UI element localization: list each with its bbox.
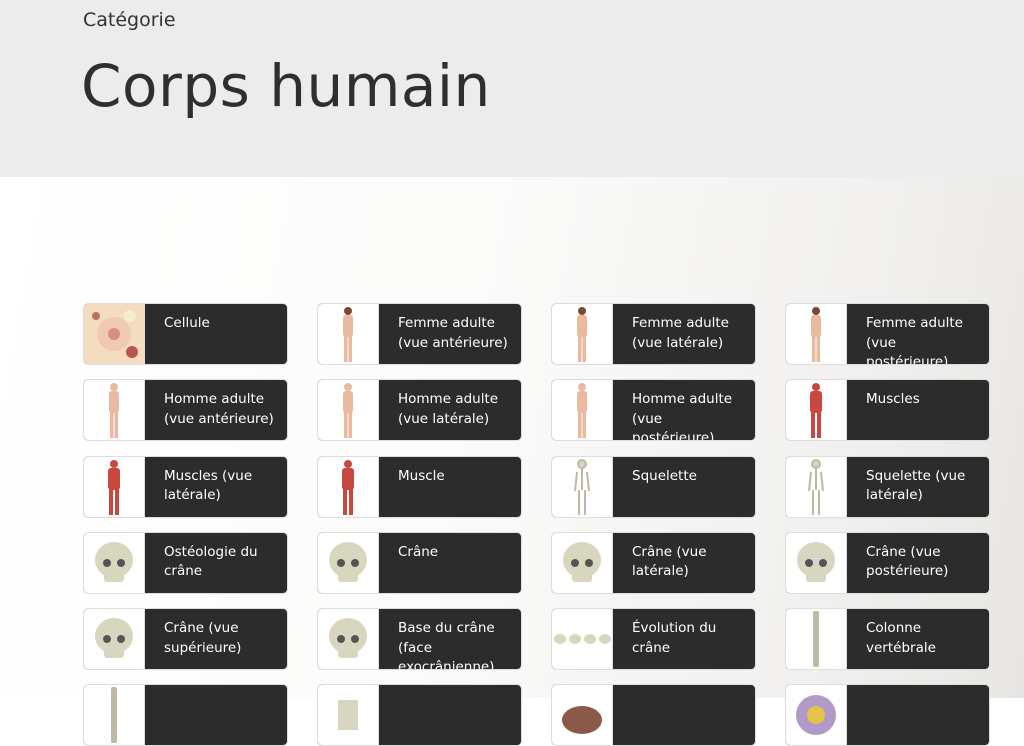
card-label [613,685,642,745]
card-label: Muscles (vue latérale) [164,467,253,504]
male-body-icon [84,380,145,441]
male-body-icon [318,380,379,441]
category-card[interactable]: Base du crâne (face exocrânienne) [317,608,522,671]
category-card[interactable]: Muscle [317,455,522,518]
card-label: Crâne (vue latérale) [632,543,707,580]
category-card[interactable]: Femme adulte (vue postérieure) [785,303,990,365]
category-card[interactable]: Ostéologie du crâne [83,531,288,594]
bone-icon [318,685,379,746]
female-body-icon [786,304,847,364]
skull-icon [84,609,145,670]
card-label: Crâne [398,543,439,560]
muscles-icon [84,456,145,517]
category-card[interactable]: Évolution du crâne [551,608,756,671]
category-card[interactable]: Crâne [317,531,522,594]
female-body-icon [318,304,379,364]
category-card[interactable]: Muscles (vue latérale) [83,455,288,518]
skeleton-icon [552,456,613,517]
skull-icon [786,532,847,593]
card-label [847,685,876,745]
category-card[interactable]: Muscles [785,379,990,442]
category-card[interactable]: Squelette (vue latérale) [785,455,990,518]
category-card[interactable]: Crâne (vue latérale) [551,531,756,594]
card-label: Squelette [632,467,697,484]
card-label: Ostéologie du crâne [164,543,258,580]
category-kicker: Catégorie [83,9,176,31]
card-grid: Cellule Femme adulte (vue antérieure) Femm… [83,303,990,746]
spine-icon [84,685,145,746]
card-label: Crâne (vue supérieure) [164,620,242,656]
organ-icon [552,685,613,746]
category-card[interactable]: Homme adulte (vue antérieure) [83,379,288,442]
skulls-evolution-icon [552,609,613,670]
category-card[interactable] [83,684,288,746]
card-label: Évolution du crâne [632,620,717,656]
category-card[interactable]: Cellule [83,303,288,365]
card-label: Squelette (vue latérale) [866,467,966,504]
category-card[interactable]: Homme adulte (vue latérale) [317,379,522,442]
category-card[interactable] [785,684,990,746]
card-label: Crâne (vue postérieure) [866,543,949,580]
card-label: Femme adulte (vue antérieure) [398,315,508,351]
skeleton-icon [786,456,847,517]
category-card[interactable]: Femme adulte (vue antérieure) [317,303,522,365]
female-body-icon [552,304,613,364]
card-label: Colonne vertébrale [866,620,936,656]
category-header: Catégorie Corps humain [0,0,1024,177]
page-title: Corps humain [81,52,491,120]
card-label: Homme adulte (vue antérieure) [164,391,274,427]
muscles-icon [318,456,379,517]
card-label: Homme adulte (vue postérieure) [632,391,733,441]
skull-icon [552,532,613,593]
card-label: Cellule [164,315,210,331]
category-card[interactable]: Colonne vertébrale [785,608,990,671]
category-card[interactable]: Femme adulte (vue latérale) [551,303,756,365]
category-card[interactable]: Homme adulte (vue postérieure) [551,379,756,442]
category-card[interactable]: Squelette [551,455,756,518]
category-card[interactable] [317,684,522,746]
brain-section-icon [786,685,847,746]
card-label [145,685,174,745]
skull-icon [318,609,379,670]
card-label: Femme adulte (vue postérieure) [866,315,963,364]
card-label: Femme adulte (vue latérale) [632,315,729,351]
skull-icon [84,532,145,593]
card-label: Base du crâne (face exocrânienne) [398,620,495,670]
male-body-icon [552,380,613,441]
muscles-icon [786,380,847,441]
card-label: Homme adulte (vue latérale) [398,391,499,427]
category-card[interactable] [551,684,756,746]
cell-icon [84,304,145,364]
card-label: Muscle [398,467,445,484]
skull-icon [318,532,379,593]
category-card[interactable]: Crâne (vue postérieure) [785,531,990,594]
card-label [379,685,408,745]
card-label: Muscles [866,391,920,408]
spine-icon [786,609,847,670]
category-card[interactable]: Crâne (vue supérieure) [83,608,288,671]
